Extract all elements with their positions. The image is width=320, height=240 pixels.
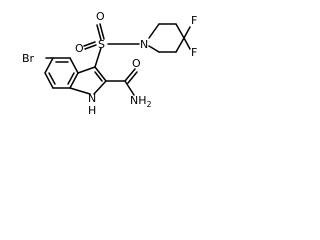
atom-label-sulfur: S xyxy=(98,38,105,51)
nh2-main: NH xyxy=(130,94,147,107)
bond-c6pip-n xyxy=(148,45,160,53)
bond-c6-c7 xyxy=(44,72,54,89)
bond-c3pip-c4pip xyxy=(175,23,185,39)
bond-c5-c6 xyxy=(44,57,54,74)
bond-n1-c7a xyxy=(69,87,91,95)
atom-label-oxygen-bottom: O xyxy=(75,42,84,55)
bond-c3a-c3 xyxy=(77,66,96,74)
bond-c7a-c4 xyxy=(69,57,79,74)
bond-c7a-c3a xyxy=(69,72,79,89)
bond-camide-o xyxy=(124,68,136,82)
atom-label-indole-nitrogen: N xyxy=(88,92,96,105)
bond-camide-nh2 xyxy=(124,80,135,96)
atom-label-fluorine-top: F xyxy=(191,14,197,27)
bond-c7a-c3a-inner xyxy=(67,72,75,85)
molecule-structure: Br S O O N F F N H O NH2 xyxy=(22,10,197,117)
bond-c2-n1 xyxy=(93,80,107,95)
bond-s-o-bottom-double xyxy=(83,41,96,47)
bond-s-o-top xyxy=(96,24,102,41)
atom-label-amide-oxygen: O xyxy=(132,57,141,70)
bond-s-o-bottom xyxy=(84,44,97,50)
bond-s-o-top-double xyxy=(99,23,105,40)
atom-label-bromine: Br xyxy=(22,52,35,65)
atom-label-indole-hydrogen: H xyxy=(88,104,96,117)
bond-c6-c7-inner xyxy=(48,72,56,85)
atom-label-amide-nh2: NH2 xyxy=(130,94,152,109)
bond-c3-c2 xyxy=(94,66,107,82)
atom-label-fluorine-bottom: F xyxy=(191,46,197,59)
piperidine-ring xyxy=(148,23,185,53)
bond-c4pip-f-top xyxy=(183,26,191,39)
atom-label-oxygen-top: O xyxy=(96,10,105,23)
pyrrole-ring xyxy=(69,66,107,95)
bond-c3-c2-inner xyxy=(94,71,103,82)
bond-c4pip-c5pip xyxy=(175,37,185,53)
nh2-subscript: 2 xyxy=(147,100,152,109)
benzene-ring xyxy=(44,57,79,89)
bond-c4pip-f-bottom xyxy=(183,37,191,50)
bond-c3-s xyxy=(94,47,102,68)
bond-camide-o-double xyxy=(127,71,138,84)
atom-label-piperidine-nitrogen: N xyxy=(140,38,148,51)
bond-n-c2pip xyxy=(148,23,160,39)
